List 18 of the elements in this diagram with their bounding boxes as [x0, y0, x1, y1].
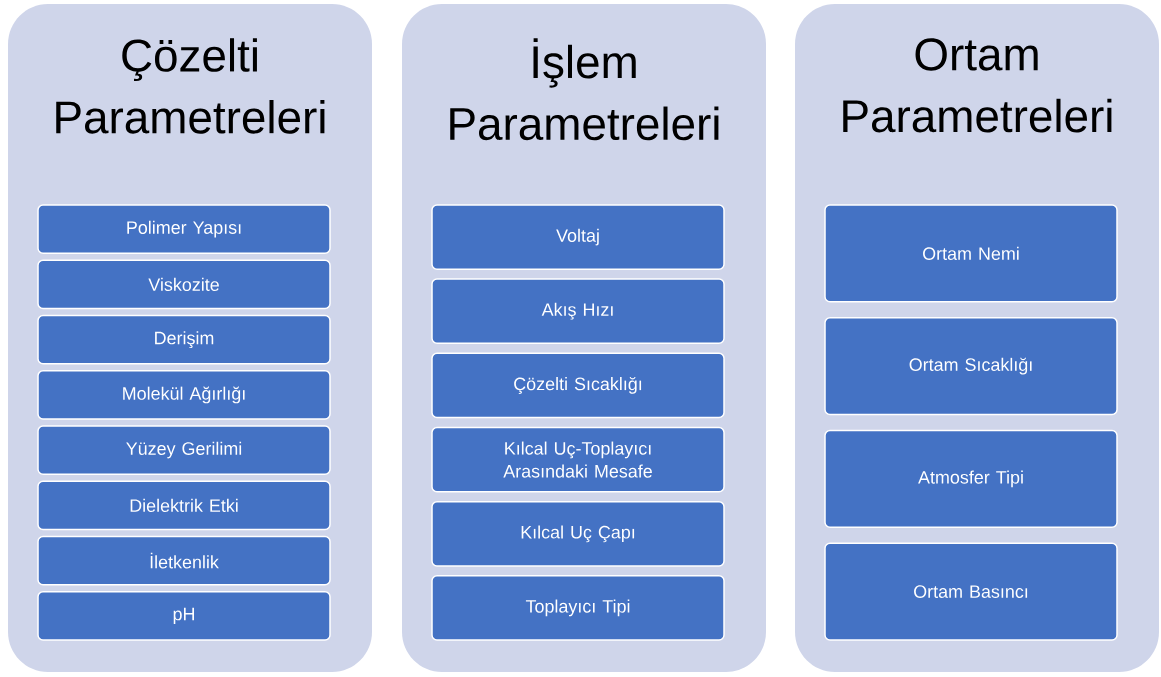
parameter-box: Viskozite: [37, 259, 331, 310]
parameter-box: Yüzey Gerilimi: [37, 425, 331, 475]
parameter-box: Ortam Nemi: [824, 204, 1118, 303]
parameter-box: Toplayıcı Tipi: [431, 575, 725, 641]
parameter-box: Ortam Sıcaklığı: [824, 316, 1118, 416]
parameter-box: Atmosfer Tipi: [824, 429, 1118, 529]
parameter-box: İletkenlik: [37, 535, 331, 586]
parameter-box: pH: [37, 591, 331, 641]
parameter-box: Voltaj: [431, 204, 725, 270]
parameter-box: Çözelti Sıcaklığı: [431, 352, 725, 419]
parameter-box: Kılcal Uç-Toplayıcı Arasındaki Mesafe: [431, 426, 725, 493]
parameter-box: Dielektrik Etki: [37, 480, 331, 531]
parameter-box: Derişim: [37, 314, 331, 365]
parameter-box: Akış Hızı: [431, 278, 725, 345]
parameter-box: Molekül Ağırlığı: [37, 370, 331, 420]
parameter-box: Kılcal Uç Çapı: [431, 500, 725, 567]
parameter-box: Ortam Basıncı: [824, 542, 1118, 641]
parameter-box: Polimer Yapısı: [37, 204, 331, 254]
